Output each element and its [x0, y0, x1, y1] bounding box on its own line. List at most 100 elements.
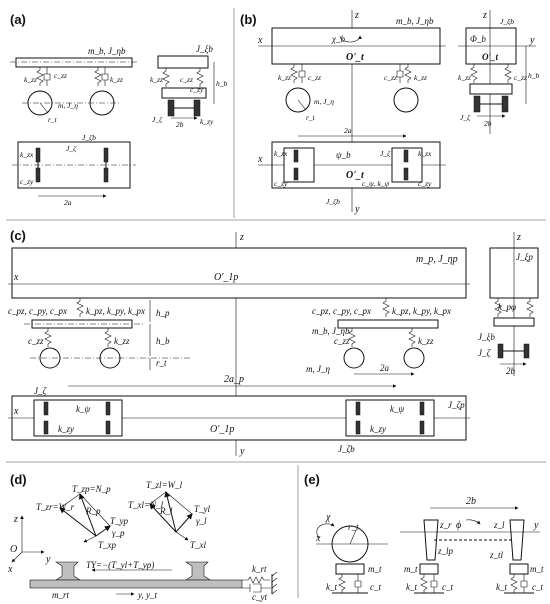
d-y-label: y: [45, 554, 51, 565]
a-front-czy: c_zy: [190, 85, 204, 94]
b-plan-wheel-1: [293, 149, 299, 163]
d-txp-vector: [83, 535, 97, 543]
a-carbody: [15, 57, 133, 68]
d-wall-hatch: [271, 571, 278, 595]
b-front-wheel-r: [501, 95, 509, 113]
c-rt-label: r_t: [156, 358, 167, 368]
c-plan-wheel-1: [43, 401, 49, 416]
d-tzp-label: T_zp=N_p: [72, 484, 111, 494]
c-plan-bogie-2: [345, 399, 435, 437]
b-plan-origin: O'_t: [346, 170, 365, 181]
c-2a-label: 2a: [380, 363, 390, 373]
e-spring-left: [420, 573, 428, 594]
c-x-label: x: [13, 272, 19, 283]
a-spring-1: [36, 66, 44, 87]
a-plan-wheel-1: [35, 147, 41, 163]
b-chi-label: χ_b: [331, 34, 345, 44]
c-jz-label: J_ζ: [478, 348, 491, 358]
e-ct-left: c_t: [442, 582, 453, 592]
e-mt-left: m_t: [404, 564, 418, 574]
e-mt-label: m_t: [368, 564, 382, 574]
d-tzr-label: T_zr=W_r: [36, 502, 75, 512]
c-plan-kpsi-2: k_ψ: [390, 404, 404, 414]
a-plan-2a-label: 2a: [64, 198, 72, 207]
d-typ-label: T_yp: [110, 516, 129, 526]
d-force-polygon-left: [149, 491, 193, 541]
c-front-spring-2: [526, 297, 534, 318]
e-radius-line: [349, 529, 357, 545]
d-poly-2: [79, 493, 111, 527]
d-typ-vector: [95, 525, 111, 537]
e-kt-label: k_t: [326, 582, 337, 592]
d-poly-1: [59, 493, 81, 509]
d-o-label: O: [10, 544, 17, 555]
c-hp-label: h_p: [156, 308, 170, 318]
c-plan-wheel-7: [419, 401, 425, 416]
b-front-label: J_ξb: [500, 17, 514, 26]
b-chi-arc: [339, 35, 362, 43]
b-plan-bogie-label: J_ζb: [326, 197, 340, 206]
b-wheel-1: [285, 87, 311, 113]
panel-e-label: (e): [304, 472, 320, 487]
c-plan-wheel-8: [419, 420, 425, 435]
c-czz-label-2: c_zz: [334, 336, 350, 346]
d-poly-4: [165, 491, 193, 515]
e-zlp-label: z_lp: [437, 546, 454, 556]
d-txp-label: T_xp: [98, 540, 117, 550]
b-plan-czy-2: c_zy: [418, 179, 432, 188]
b-plan-czy: c_zy: [274, 179, 288, 188]
b-plan-frame-1: [283, 147, 315, 183]
c-plan-kpsi: k_ψ: [76, 404, 90, 414]
e-chi-label: χ: [325, 512, 331, 523]
b-front-frame: [469, 83, 513, 95]
c-plan-bogie-label: J_ζb: [338, 444, 355, 454]
e-damper: [354, 573, 362, 594]
c-kzz-label: k_zz: [114, 336, 130, 346]
d-txl-vector: [175, 531, 189, 541]
a-front-label: J_ξb: [196, 44, 213, 54]
a-radius-label: r_t: [48, 115, 58, 124]
e-y-label: y: [533, 520, 539, 531]
d-rp-label: R_p: [85, 506, 101, 516]
c-kphi-label: k_pφ: [498, 302, 516, 312]
a-spring-2: [94, 66, 102, 87]
b-jz-label: J_ζ: [460, 113, 471, 122]
b-plan-wheel-2: [293, 167, 299, 181]
c-origin-label: O'_1p: [214, 272, 238, 283]
c-pri-spring-1: [44, 327, 52, 348]
b-czz-label-2: c_zz: [384, 73, 397, 82]
d-force-polygon-right: [59, 493, 111, 543]
c-carbody: [11, 247, 467, 299]
a-front-czz: c_zz: [180, 75, 193, 84]
d-krt-label: k_rt: [252, 564, 267, 574]
b-front-czz: c_zz: [514, 73, 527, 82]
b-front-wheel-l: [473, 95, 481, 113]
c-plan-kzy: k_zy: [58, 424, 74, 434]
c-plan-wheel-3: [105, 401, 111, 416]
b-front-kzz: k_zz: [458, 73, 471, 82]
a-plan-wheel-3: [103, 147, 109, 163]
b-wheel-2: [393, 87, 419, 113]
b-z-label: z: [354, 10, 359, 21]
b-damper-2: [396, 63, 404, 84]
panel-a-label: (a): [10, 12, 26, 27]
a-plan-kzx: k_zx: [20, 150, 34, 159]
b-2b-label: 2b: [484, 119, 492, 128]
c-sec-spring-1: [76, 297, 84, 318]
d-crt-label: c_yt: [252, 592, 267, 602]
panel-d: (d) z O y x T_zp=N_p T_zr=W_r R_p T_yp γ…: [7, 472, 278, 602]
b-y-label: y: [354, 204, 360, 215]
b-x-label: x: [257, 35, 263, 46]
panel-c: (c) z y x m_p, J_ηp O'_1p c_pz, c_py, c_…: [8, 228, 539, 457]
c-cp-label: c_pz, c_py, c_px: [8, 306, 67, 316]
c-jxb-label: J_ξb: [478, 332, 495, 342]
a-plan-jz-label: J_ζ: [66, 144, 77, 153]
e-spring-right: [510, 573, 518, 594]
d-rail-left: [185, 561, 211, 581]
b-kzz-label-2: k_zz: [414, 73, 427, 82]
d-rl-vector: [164, 491, 177, 533]
b-front-y: y: [529, 35, 535, 46]
a-kzy-label: k_zy: [200, 117, 214, 126]
a-plan-wheel-2: [35, 167, 41, 183]
a-2b-label: 2b: [176, 120, 184, 129]
